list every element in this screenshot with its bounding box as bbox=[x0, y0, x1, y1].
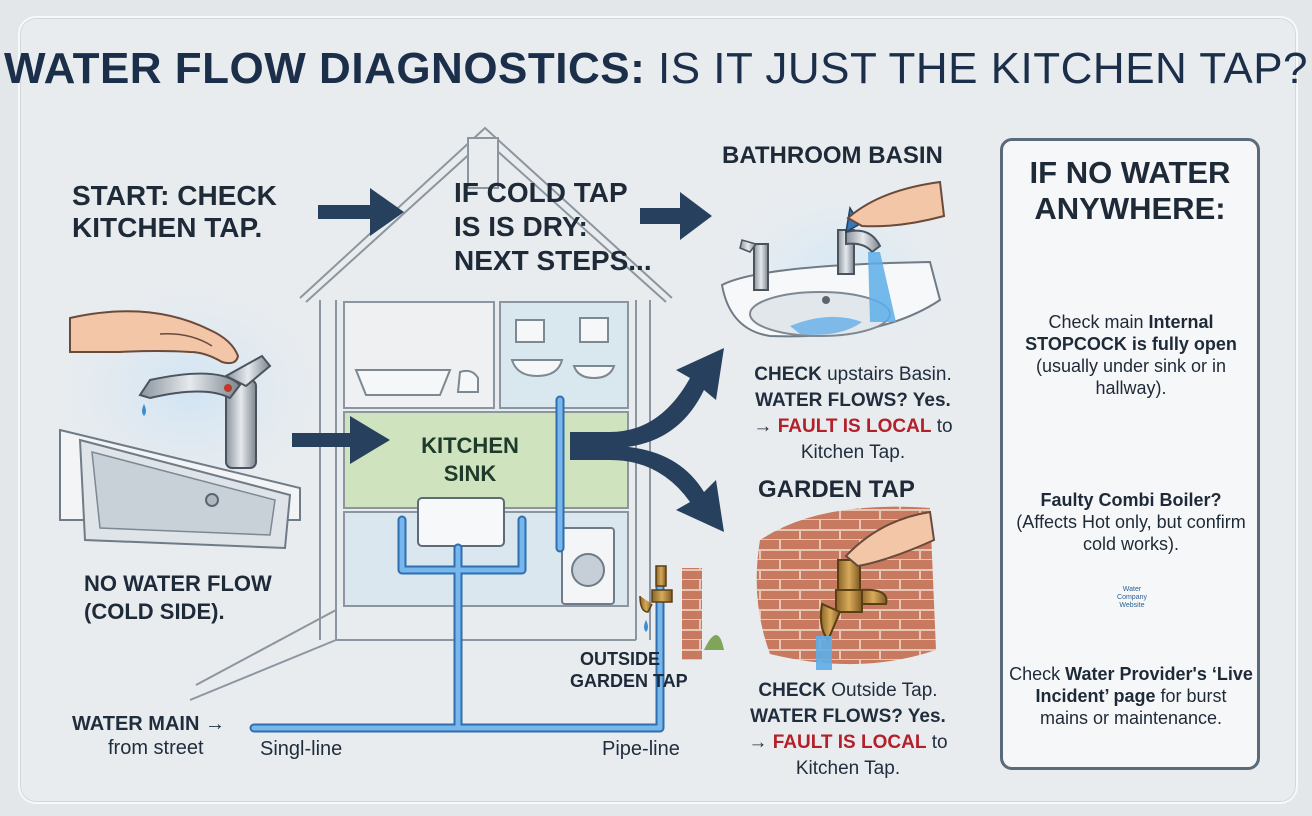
title-rest: IS IT JUST THE KITCHEN TAP? bbox=[658, 44, 1309, 93]
provider-text: Check Water Provider's ‘Live Incident’ p… bbox=[1009, 664, 1253, 728]
bathroom-basin-scene bbox=[690, 160, 990, 380]
garden-check-text: CHECK Outside Tap. WATER FLOWS? Yes. → F… bbox=[748, 680, 948, 779]
flow-arrows bbox=[292, 188, 724, 532]
washing-machine-icon bbox=[561, 527, 615, 605]
pipe-label-right: Pipe-line bbox=[602, 738, 680, 760]
boiler-text: Faulty Combi Boiler?(Affects Hot only, b… bbox=[1016, 490, 1246, 554]
water-main-label: WATER MAIN → from street bbox=[72, 713, 225, 759]
outside-tap-icon bbox=[639, 565, 724, 660]
house-outline bbox=[189, 126, 673, 701]
kitchen-sink-icon bbox=[417, 497, 505, 547]
pipe-label-left: Singl-line bbox=[260, 738, 343, 760]
title-bold: WATER FLOW DIAGNOSTICS: bbox=[3, 44, 646, 93]
garden-tap-scene bbox=[756, 506, 936, 670]
phone-screen-text: Water Company Website bbox=[1117, 586, 1147, 609]
bath-icon bbox=[354, 317, 616, 396]
page-title: WATER FLOW DIAGNOSTICS: IS IT JUST THE K… bbox=[0, 44, 1312, 94]
stopcock-text: Check main Internal STOPCOCK is fully op… bbox=[1025, 312, 1237, 398]
basin-check-text: CHECK upstairs Basin. WATER FLOWS? Yes. … bbox=[753, 364, 953, 463]
bathroom-basin-label: BATHROOM BASIN bbox=[722, 142, 943, 169]
kitchen-tap-scene bbox=[20, 260, 360, 550]
no-water-label: NO WATER FLOW(COLD SIDE). bbox=[84, 571, 272, 624]
garden-tap-label: GARDEN TAP bbox=[758, 476, 915, 503]
